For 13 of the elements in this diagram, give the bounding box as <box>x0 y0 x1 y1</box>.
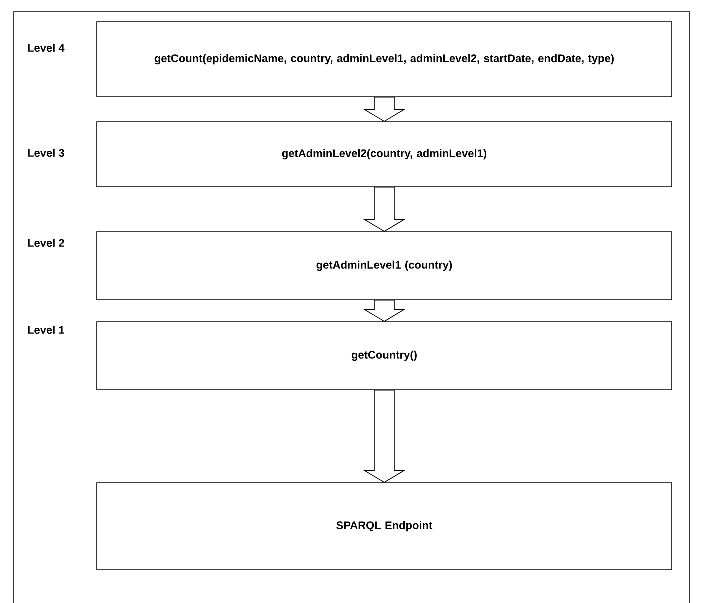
block-arrow <box>363 97 406 122</box>
function-box: getAdminLevel1 (country) <box>96 232 672 300</box>
level-label: Level 2 <box>28 238 64 248</box>
function-box: SPARQL Endpoint <box>96 482 672 570</box>
block-arrow <box>363 390 406 484</box>
block-arrow <box>363 300 406 322</box>
level-label: Level 4 <box>28 44 65 52</box>
function-box: getAdminLevel2(country, adminLevel1) <box>96 122 672 188</box>
level-label: Level 3 <box>28 148 64 158</box>
block-arrow <box>363 187 406 232</box>
level-label: Level 1 <box>28 326 64 334</box>
function-box: getCount(epidemicName, country, adminLevel1, adminLevel2, startDate, endDate, type) <box>96 22 672 98</box>
function-box: getCountry() <box>96 322 672 390</box>
